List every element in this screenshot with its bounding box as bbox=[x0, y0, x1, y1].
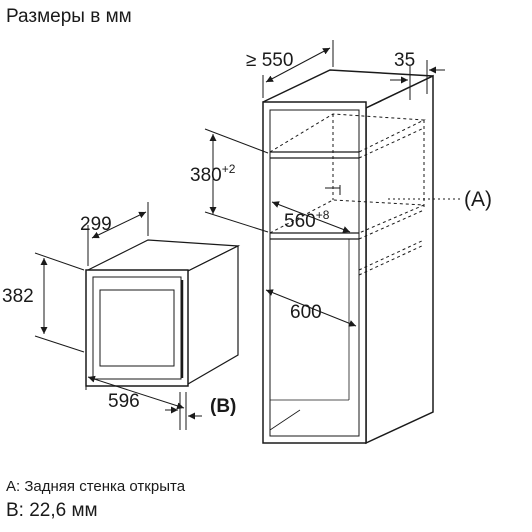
label-appliance-width: 596 bbox=[108, 391, 140, 412]
label-cabinet-width: 600 bbox=[290, 302, 322, 323]
diagram-title: Размеры в мм bbox=[6, 6, 132, 27]
ext-line-h-top bbox=[204, 128, 269, 154]
label-niche-height: 380+2 bbox=[190, 162, 236, 186]
dim-appliance-depth bbox=[91, 211, 147, 239]
ext-line-h-bottom bbox=[204, 211, 269, 233]
niche-dash-top bbox=[269, 113, 426, 153]
dimension-lines bbox=[34, 40, 462, 430]
dimension-text: ≥ 550 35 380+2 560+8 600 (A) 299 382 596… bbox=[2, 50, 492, 417]
niche-height-value: 380 bbox=[190, 165, 222, 186]
legend-b: B: 22,6 мм bbox=[6, 500, 98, 521]
label-appliance-height: 382 bbox=[2, 286, 34, 307]
niche-outline bbox=[269, 113, 426, 276]
label-rear-gap: 35 bbox=[394, 50, 415, 71]
appliance bbox=[85, 239, 241, 387]
label-b: (B) bbox=[210, 396, 236, 417]
ext-line-ah-bottom bbox=[34, 335, 85, 353]
ext-line-ah-top bbox=[34, 252, 85, 271]
dim-cabinet-width bbox=[265, 289, 357, 327]
label-a: (A) bbox=[464, 188, 492, 211]
appliance-window bbox=[99, 289, 175, 367]
dim-cabinet-depth bbox=[265, 47, 331, 83]
label-appliance-depth: 299 bbox=[80, 214, 112, 235]
niche-width-value: 560 bbox=[284, 211, 316, 232]
niche-height-tol: +2 bbox=[222, 162, 236, 176]
label-cabinet-depth: ≥ 550 bbox=[246, 50, 293, 71]
bottom-diag bbox=[269, 409, 301, 431]
dim-niche-width bbox=[271, 201, 351, 233]
cabinet bbox=[262, 69, 434, 445]
label-niche-width: 560+8 bbox=[284, 208, 330, 232]
cabinet-side bbox=[365, 74, 434, 445]
legend-a: A: Задняя стенка открыта bbox=[6, 478, 186, 495]
dim-appliance-width bbox=[87, 375, 185, 410]
appliance-front bbox=[85, 269, 189, 387]
cabinet-front-frame bbox=[262, 101, 367, 444]
niche-dash-bottom bbox=[269, 199, 425, 234]
niche-width-tol: +8 bbox=[316, 208, 330, 222]
